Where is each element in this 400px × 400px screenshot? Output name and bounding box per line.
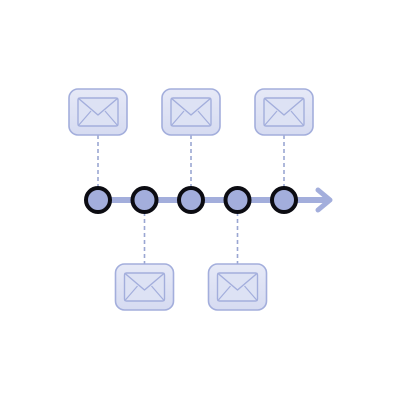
message-card-layer — [68, 88, 314, 311]
timeline-node — [270, 186, 298, 214]
message-card — [207, 263, 268, 311]
message-card — [254, 88, 314, 136]
envelope-icon — [123, 272, 166, 302]
message-card — [68, 88, 128, 136]
timeline-node — [177, 186, 205, 214]
envelope-icon — [263, 97, 305, 127]
envelope-icon — [216, 272, 259, 302]
timeline-node — [84, 186, 112, 214]
arrow-right-icon — [315, 187, 333, 213]
connector-layer — [97, 135, 285, 264]
message-card — [114, 263, 175, 311]
envelope-icon — [170, 97, 212, 127]
timeline-node — [130, 186, 159, 214]
timeline-node — [223, 186, 252, 214]
envelope-icon — [77, 97, 119, 127]
node-layer — [84, 186, 298, 214]
message-card — [161, 88, 221, 136]
